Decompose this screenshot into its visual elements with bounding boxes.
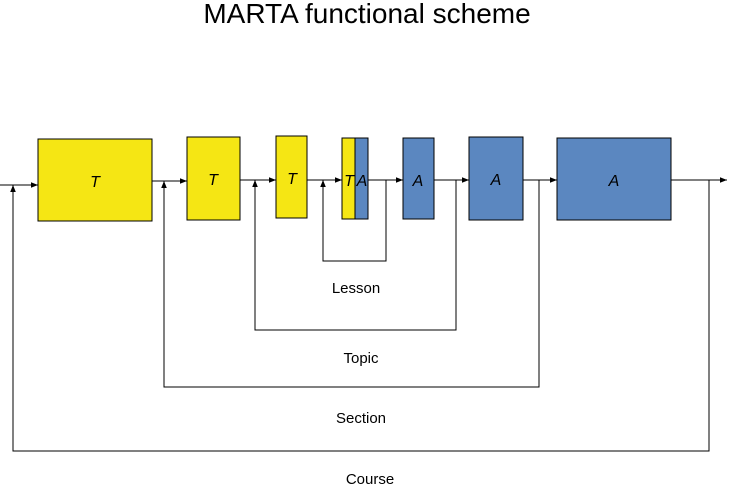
assessment-block-topic: A [402,137,435,220]
block-label: A [608,173,620,190]
block-label: T [344,173,355,190]
section-loop-label: Section [336,410,386,427]
block-label: T [90,174,101,191]
teaching-block-topic: T [275,135,308,219]
section-loop: Section [161,180,540,427]
assessment-block-section: A [468,136,524,221]
lesson-loop: Lesson [320,180,387,297]
block-label: T [208,172,219,189]
assessment-block-course: A [556,137,672,221]
topic-loop: Topic [252,180,457,367]
block-label: A [356,173,368,190]
block-label: T [287,171,298,188]
course-loop-label: Course [346,471,394,488]
block-label: A [412,173,424,190]
block-label: A [490,172,502,189]
course-loop: Course [10,180,710,488]
teaching-block-course: T [37,138,153,222]
lesson-loop-label: Lesson [332,280,380,297]
teaching-block-lesson: T [341,137,356,220]
topic-loop-label: Topic [343,350,379,367]
diagram-title: MARTA functional scheme [203,0,530,29]
teaching-block-section: T [186,136,241,221]
assessment-block-lesson: A [354,137,369,220]
